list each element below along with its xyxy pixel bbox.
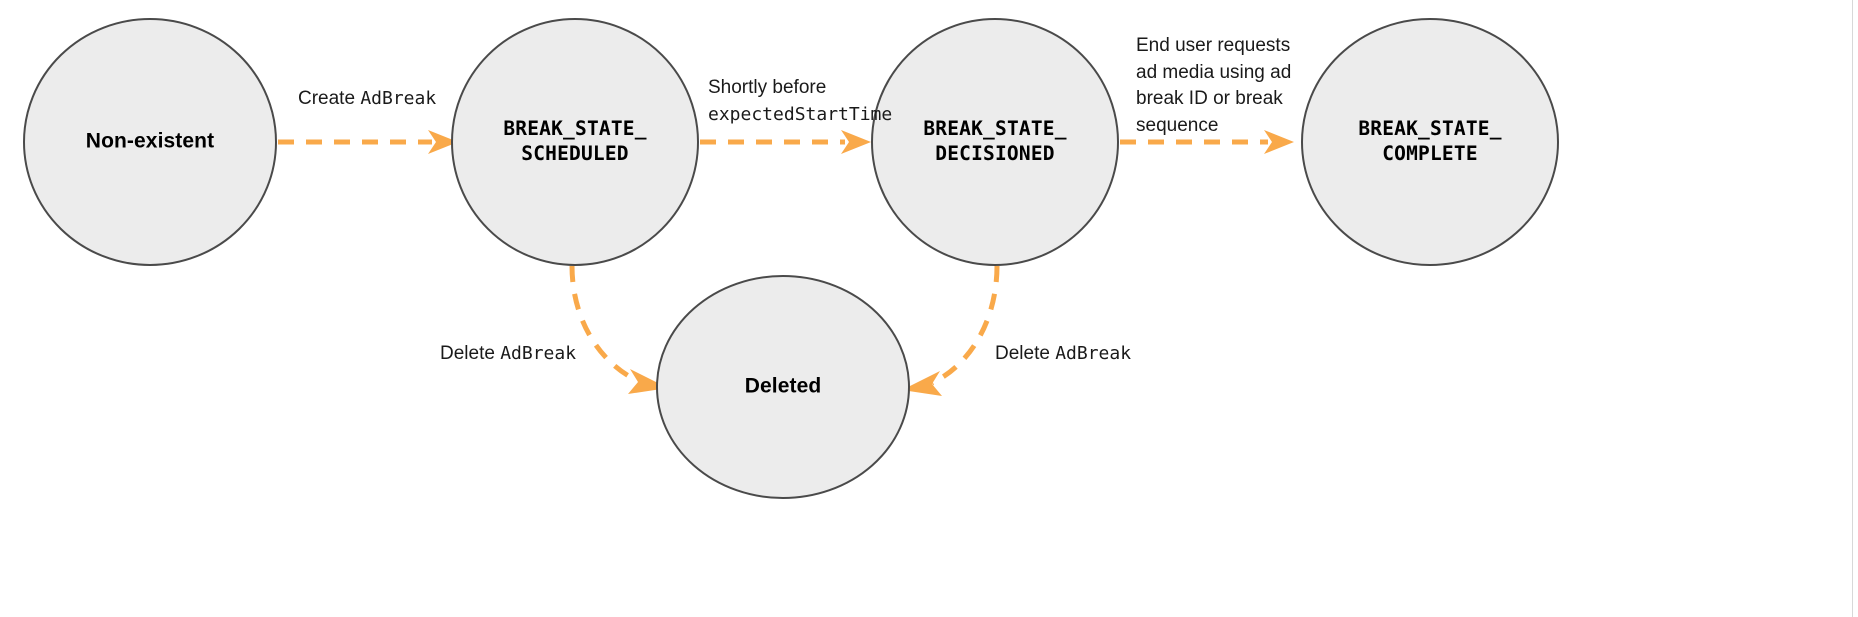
edge-label-delete-adbreak-from-scheduled-verb: Delete	[440, 343, 501, 364]
edge-end-user-requests-ad-media	[1120, 130, 1294, 154]
edge-label-delete-adbreak-from-decisioned-object: AdBreak	[1055, 343, 1132, 364]
state-node-break-state-scheduled[interactable]	[451, 18, 699, 266]
state-node-break-state-complete[interactable]	[1301, 18, 1559, 266]
edge-label-end-user-requests-line2: ad media using ad	[1136, 61, 1292, 83]
edge-label-end-user-requests-line4: sequence	[1136, 114, 1219, 136]
edge-label-create-adbreak-verb: Create	[298, 88, 361, 109]
edge-delete-adbreak-from-decisioned	[902, 265, 1000, 396]
edge-label-delete-adbreak-from-decisioned-verb: Delete	[995, 343, 1056, 364]
edge-label-end-user-requests-line1: End user requests	[1136, 35, 1291, 56]
edge-delete-adbreak-from-scheduled	[569, 265, 668, 394]
state-node-deleted[interactable]	[656, 275, 910, 499]
edge-label-shortly-before-line1: Shortly before	[708, 77, 827, 98]
edge-label-create-adbreak: Create AdBreak	[298, 86, 436, 113]
edge-label-delete-adbreak-from-decisioned: Delete AdBreak	[995, 341, 1131, 368]
state-node-break-state-decisioned[interactable]	[871, 18, 1119, 266]
right-edge-divider	[1852, 0, 1853, 617]
edge-create-adbreak	[278, 130, 458, 154]
edge-label-shortly-before-line2: expectedStartTime	[708, 103, 893, 125]
edge-label-create-adbreak-object: AdBreak	[360, 88, 437, 109]
edge-shortly-before-expected-start-time	[700, 130, 871, 154]
edge-label-end-user-requests-line3: break ID or break	[1136, 88, 1283, 110]
edge-label-delete-adbreak-from-scheduled-object: AdBreak	[500, 343, 577, 364]
edge-label-shortly-before-expected-start-time: Shortly before expectedStartTime	[708, 75, 892, 127]
edge-label-end-user-requests-ad-media: End user requests ad media using ad break …	[1136, 33, 1291, 139]
edge-label-delete-adbreak-from-scheduled: Delete AdBreak	[440, 341, 576, 368]
state-node-non-existent[interactable]	[23, 18, 277, 266]
